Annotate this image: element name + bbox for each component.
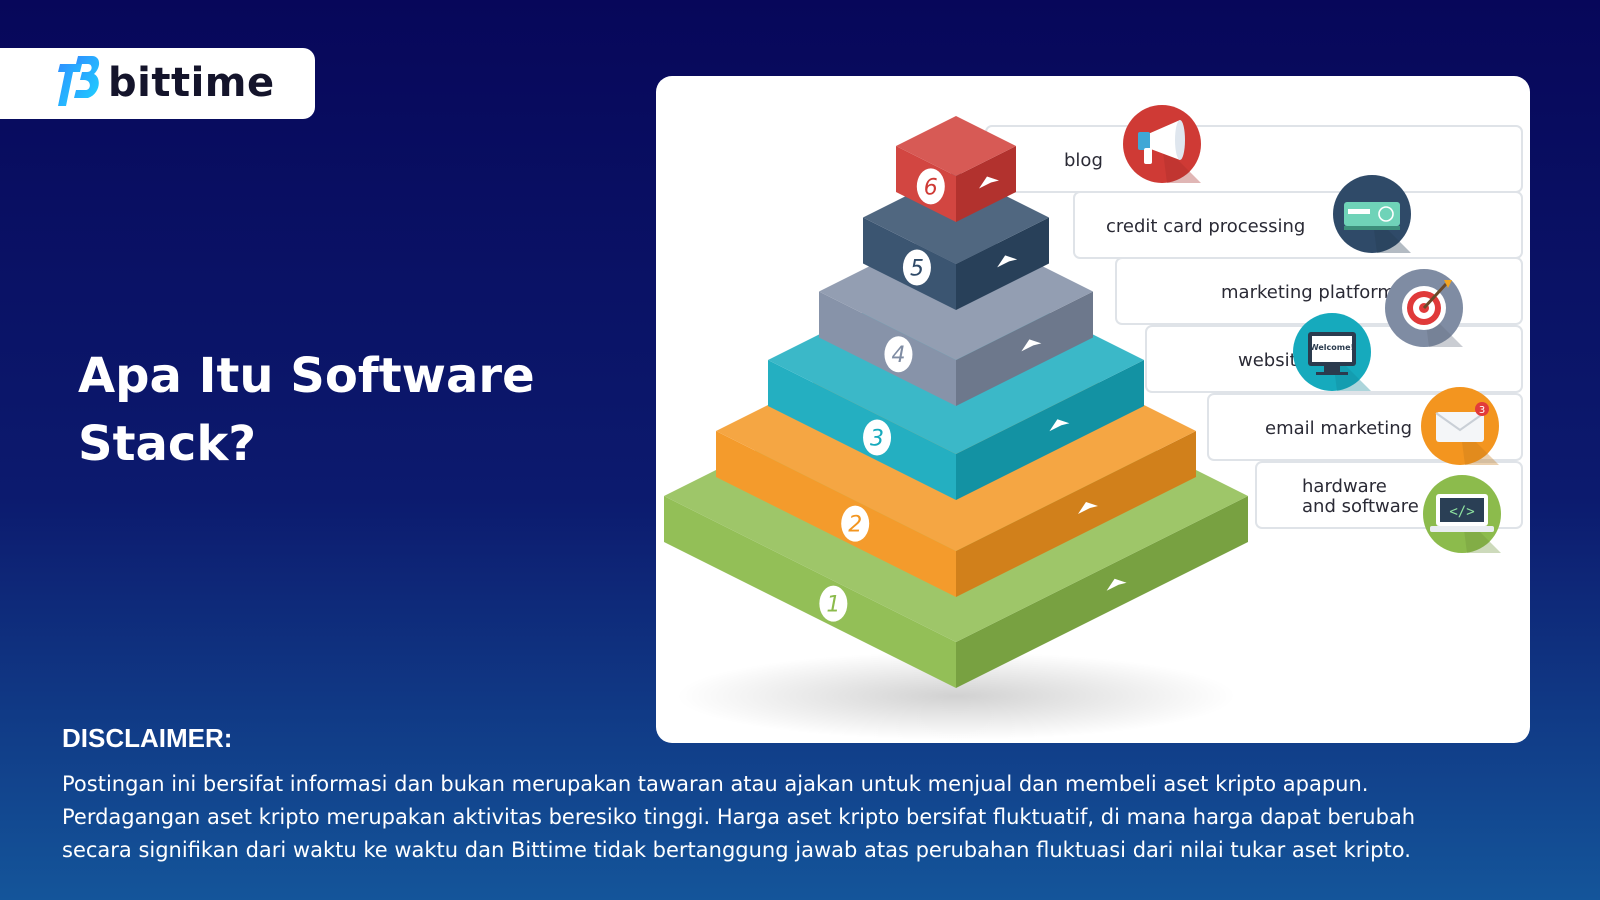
layer-arrow-icon bbox=[997, 255, 1018, 268]
layer-arrow-icon bbox=[1049, 419, 1070, 432]
layer-right-face bbox=[956, 431, 1196, 597]
layer-number-badge bbox=[916, 168, 945, 205]
layer-right-face bbox=[956, 360, 1144, 500]
stack-layer-6: 6 bbox=[896, 116, 1016, 222]
layer-arrow-icon bbox=[1106, 578, 1127, 591]
layer-arrow-icon bbox=[979, 176, 999, 189]
layer-number-badge bbox=[841, 505, 870, 542]
layer-label: blog bbox=[1064, 150, 1103, 171]
layer-number: 3 bbox=[870, 427, 884, 452]
envelope-icon: 3 bbox=[1421, 387, 1499, 465]
monitor-welcome-icon: Welcome! bbox=[1293, 313, 1371, 391]
layer-arrow-icon bbox=[1078, 502, 1098, 514]
svg-text:</>: </> bbox=[1449, 504, 1474, 520]
layer-label: marketing platform bbox=[1221, 282, 1395, 303]
layer-label: website bbox=[1238, 350, 1308, 371]
card-reader-icon bbox=[1333, 175, 1411, 253]
bittime-logo-icon bbox=[58, 56, 100, 106]
megaphone-icon bbox=[1123, 105, 1201, 183]
layer-label: hardware bbox=[1302, 476, 1387, 497]
layer-label: email marketing bbox=[1265, 418, 1412, 439]
logo-card[interactable]: bittime bbox=[0, 48, 315, 119]
monitor-welcome-text: Welcome! bbox=[1310, 343, 1354, 352]
layer-top-face bbox=[896, 116, 1016, 176]
layer-left-face bbox=[768, 360, 956, 500]
layer-number: 5 bbox=[910, 256, 924, 281]
layer-number-badge bbox=[863, 419, 892, 456]
layer-label: credit card processing bbox=[1106, 216, 1305, 237]
page-title: Apa Itu Software Stack? bbox=[78, 342, 578, 478]
layer-number: 1 bbox=[826, 593, 840, 618]
brand-name: bittime bbox=[108, 60, 275, 106]
layer-arrow-icon bbox=[1021, 339, 1042, 352]
laptop-code-icon: </> bbox=[1423, 475, 1501, 553]
layer-number: 2 bbox=[848, 513, 862, 538]
layer-right-face bbox=[956, 496, 1248, 688]
notification-count: 3 bbox=[1479, 405, 1485, 416]
disclaimer-heading: DISCLAIMER: bbox=[62, 723, 233, 753]
layer-number-badge bbox=[902, 249, 931, 286]
layer-number-badge bbox=[884, 336, 913, 373]
title-line-1: Apa Itu Software bbox=[78, 348, 535, 404]
layer-left-face bbox=[716, 431, 956, 597]
layer-left-face bbox=[664, 496, 956, 688]
target-icon bbox=[1385, 269, 1463, 347]
layer-number-badge bbox=[819, 585, 848, 622]
layer-label: and software bbox=[1302, 496, 1419, 517]
title-line-2: Stack? bbox=[78, 416, 257, 472]
disclaimer-text: Postingan ini bersifat informasi dan buk… bbox=[62, 772, 1416, 862]
layer-number: 6 bbox=[924, 175, 938, 200]
layer-number: 4 bbox=[891, 343, 905, 368]
